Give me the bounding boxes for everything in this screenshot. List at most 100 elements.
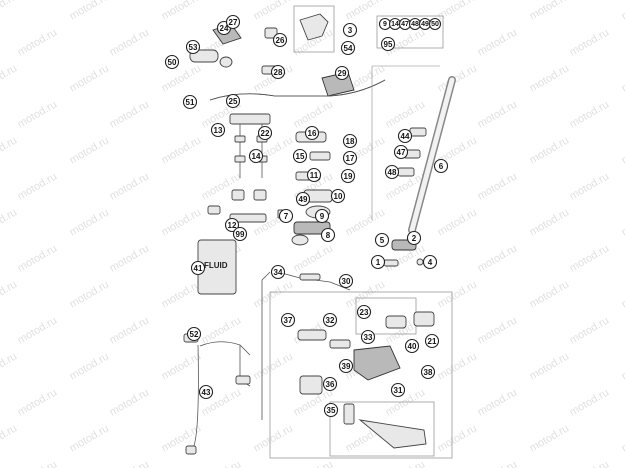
callout-48: 48 (384, 164, 400, 180)
callout-39: 39 (338, 358, 354, 374)
fluid-label: FLUID (204, 261, 228, 270)
callout-33: 33 (360, 329, 376, 345)
watermark-text: motod.ru (292, 458, 336, 468)
watermark-text: motod.ru (528, 0, 572, 23)
callout-99: 99 (232, 226, 248, 242)
callout-label: 16 (308, 129, 317, 138)
callout-label: 44 (401, 132, 410, 141)
callout-label: 52 (190, 330, 199, 339)
clamp-frame (293, 5, 335, 53)
watermark-text: motod.ru (436, 278, 480, 310)
callout-label: 2 (412, 234, 417, 243)
watermark-text: motod.ru (384, 386, 428, 418)
callout-30: 30 (338, 273, 354, 289)
watermark-text: motod.ru (476, 458, 520, 468)
watermark-text: motod.ru (16, 170, 60, 202)
master-cylinder (353, 345, 401, 381)
callout-35: 35 (323, 402, 339, 418)
callout-label: 10 (334, 192, 343, 201)
callout-label: 30 (342, 277, 351, 286)
callout-circle (314, 208, 330, 224)
callout-18: 18 (342, 133, 358, 149)
callout-label: 53 (189, 43, 198, 52)
group-callout-label: 14 (391, 21, 399, 28)
callout-circle (342, 150, 358, 166)
grip-ring (264, 27, 278, 39)
callout-circle (422, 254, 438, 270)
callout-circle (360, 329, 376, 345)
callout-label: 28 (274, 68, 283, 77)
watermark-text: motod.ru (568, 386, 612, 418)
watermark-text: motod.ru (620, 350, 625, 382)
callout-circle (198, 384, 214, 400)
callout-21: 21 (424, 333, 440, 349)
watermark-text: motod.ru (68, 206, 112, 238)
callout-circle (370, 254, 386, 270)
callout-circle (322, 376, 338, 392)
callout-circle (210, 122, 226, 138)
watermark-text: motod.ru (344, 0, 388, 23)
brake-lever (358, 419, 427, 449)
callout-13: 13 (210, 122, 226, 138)
callout-label: 13 (214, 126, 223, 135)
master-cylinder-frame (269, 291, 453, 459)
callout-9: 9 (314, 208, 330, 224)
callout-label: 37 (284, 316, 293, 325)
callout-circle (190, 260, 206, 276)
callout-label: 18 (346, 137, 355, 146)
callout-23: 23 (356, 304, 372, 320)
watermark-text: motod.ru (568, 458, 612, 468)
callout-28: 28 (270, 64, 286, 80)
callout-circle (374, 232, 390, 248)
watermark-text: motod.ru (568, 314, 612, 346)
callout-label: 31 (394, 386, 403, 395)
callout-label: 27 (229, 18, 238, 27)
watermark-text: motod.ru (160, 350, 204, 382)
watermark-text: motod.ru (436, 350, 480, 382)
watermark-text: motod.ru (108, 458, 152, 468)
callout-circle (397, 128, 413, 144)
callout-label: 35 (327, 406, 336, 415)
group-callout-50: 50 (428, 17, 442, 31)
callout-label: 21 (428, 337, 437, 346)
callout-1: 1 (370, 254, 386, 270)
callout-label: 7 (284, 212, 289, 221)
callout-54: 54 (340, 40, 356, 56)
callout-label: 34 (274, 268, 283, 277)
callout-8: 8 (320, 227, 336, 243)
watermark-text: motod.ru (16, 458, 60, 468)
callout-7: 7 (278, 208, 294, 224)
watermark-text: motod.ru (68, 62, 112, 94)
watermark-text: motod.ru (252, 350, 296, 382)
callout-27: 27 (225, 14, 241, 30)
callout-16: 16 (304, 125, 320, 141)
group-callout-48: 48 (408, 17, 422, 31)
watermark-text: motod.ru (160, 0, 204, 23)
callout-label: 9 (320, 212, 325, 221)
watermark-text: motod.ru (160, 278, 204, 310)
callout-41: 41 (190, 260, 206, 276)
callout-label: 32 (326, 316, 335, 325)
callout-circle (384, 164, 400, 180)
watermark-text: motod.ru (384, 458, 428, 468)
callout-11: 11 (306, 167, 322, 183)
watermark-text: motod.ru (528, 62, 572, 94)
callout-circle (380, 36, 396, 52)
callout-label: 25 (229, 97, 238, 106)
callout-52: 52 (186, 326, 202, 342)
callout-circle (225, 14, 241, 30)
throttle-cap (219, 56, 233, 68)
watermark-text: motod.ru (620, 134, 625, 166)
watermark-text: motod.ru (436, 206, 480, 238)
callout-label: 50 (168, 58, 177, 67)
watermark-text: motod.ru (0, 206, 19, 238)
watermark-text: motod.ru (68, 0, 112, 23)
watermark-text: motod.ru (620, 62, 625, 94)
callout-47: 47 (393, 144, 409, 160)
callout-40: 40 (404, 338, 420, 354)
callout-95: 95 (380, 36, 396, 52)
callout-label: 54 (344, 44, 353, 53)
callout-circle (320, 227, 336, 243)
callout-circle (338, 273, 354, 289)
